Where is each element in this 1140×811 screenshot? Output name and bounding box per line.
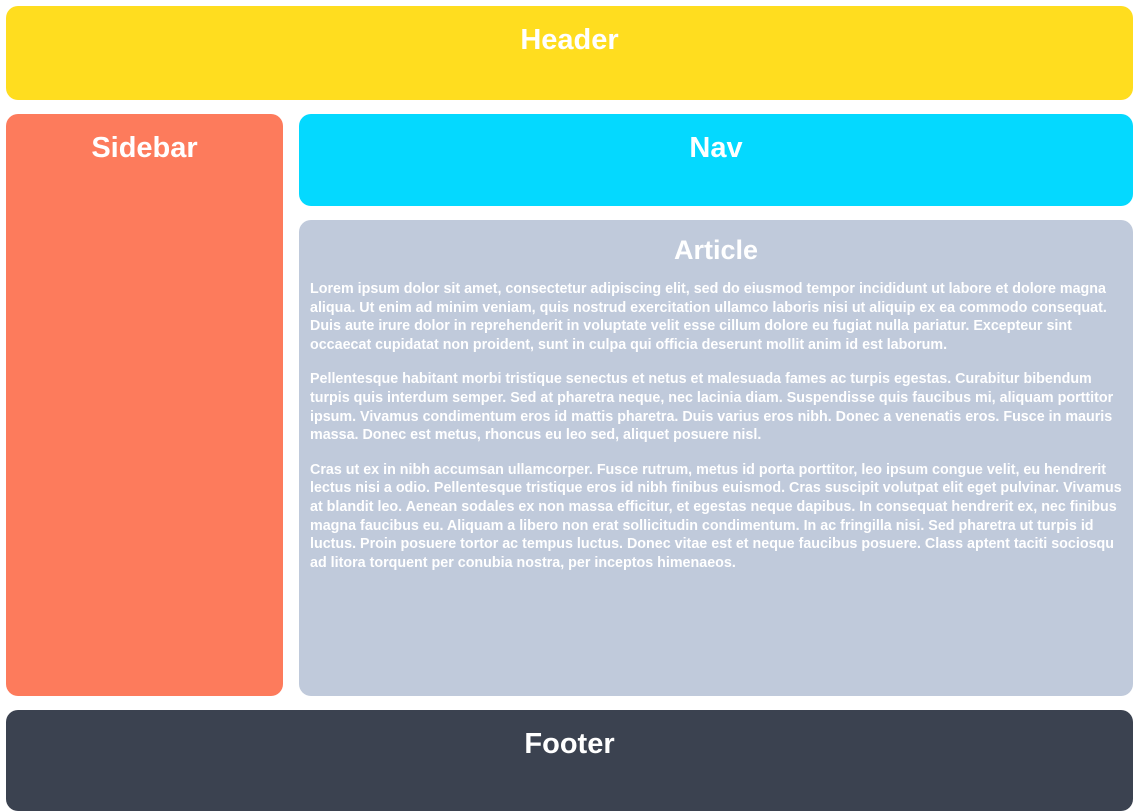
footer-title: Footer <box>524 728 615 760</box>
nav-title: Nav <box>689 132 743 164</box>
article-title: Article <box>673 235 759 265</box>
sidebar-panel: Sidebar <box>6 114 283 696</box>
article-paragraph: Cras ut ex in nibh accumsan ullamcorper.… <box>310 461 1122 571</box>
article-body: Lorem ipsum dolor sit amet, consectetur … <box>310 280 1122 572</box>
article-panel: Article Lorem ipsum dolor sit amet, cons… <box>299 220 1133 696</box>
article-paragraph: Pellentesque habitant morbi tristique se… <box>310 371 1114 444</box>
header-title: Header <box>520 24 619 56</box>
nav-panel: Nav <box>299 114 1133 206</box>
article-paragraph: Lorem ipsum dolor sit amet, consectetur … <box>310 281 1107 353</box>
sidebar-title: Sidebar <box>91 132 198 164</box>
footer-panel: Footer <box>6 710 1133 811</box>
header-panel: Header <box>6 6 1133 100</box>
